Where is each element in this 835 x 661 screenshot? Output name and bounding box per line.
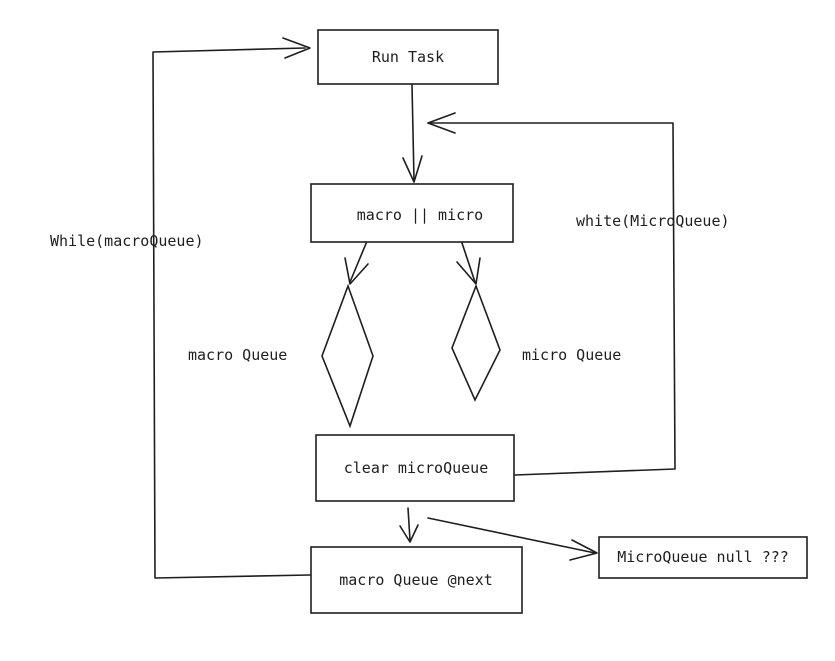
while-micro-queue-label: white(MicroQueue)	[576, 212, 730, 230]
edge-clear-to-next	[407, 507, 411, 541]
run-task-box	[317, 29, 499, 85]
macro-or-micro-box	[310, 183, 514, 243]
macro-or-micro-label: macro || micro	[357, 206, 483, 224]
loop-micro-arrowhead	[427, 112, 456, 134]
edge-run-task-arrowhead	[402, 155, 423, 183]
macro-queue-decision-label: macro Queue	[188, 346, 287, 364]
loop-macro-arrowhead	[282, 37, 311, 59]
edge-split-to-macro-arrowhead	[344, 257, 369, 285]
micro-queue-null-box	[598, 536, 808, 579]
loop-while-micro-queue-edge	[427, 122, 676, 476]
edge-clear-to-null	[427, 517, 596, 554]
macro-queue-next-box	[310, 546, 523, 614]
clear-micro-queue-label: clear microQueue	[344, 459, 489, 477]
macro-queue-decision	[321, 283, 374, 429]
run-task-label: Run Task	[372, 48, 444, 66]
micro-queue-decision	[451, 283, 501, 402]
loop-while-macro-queue-edge	[152, 47, 311, 579]
while-macro-queue-label: While(macroQueue)	[50, 232, 204, 250]
micro-queue-decision-label: micro Queue	[522, 346, 621, 364]
edge-clear-to-next-arrowhead	[399, 524, 419, 543]
edge-run-task-to-split	[411, 84, 415, 181]
clear-micro-queue-box	[315, 434, 515, 502]
micro-queue-null-label: MicroQueue null ???	[617, 548, 789, 566]
macro-queue-next-label: macro Queue @next	[339, 571, 493, 589]
edge-clear-to-null-arrowhead	[569, 539, 598, 561]
